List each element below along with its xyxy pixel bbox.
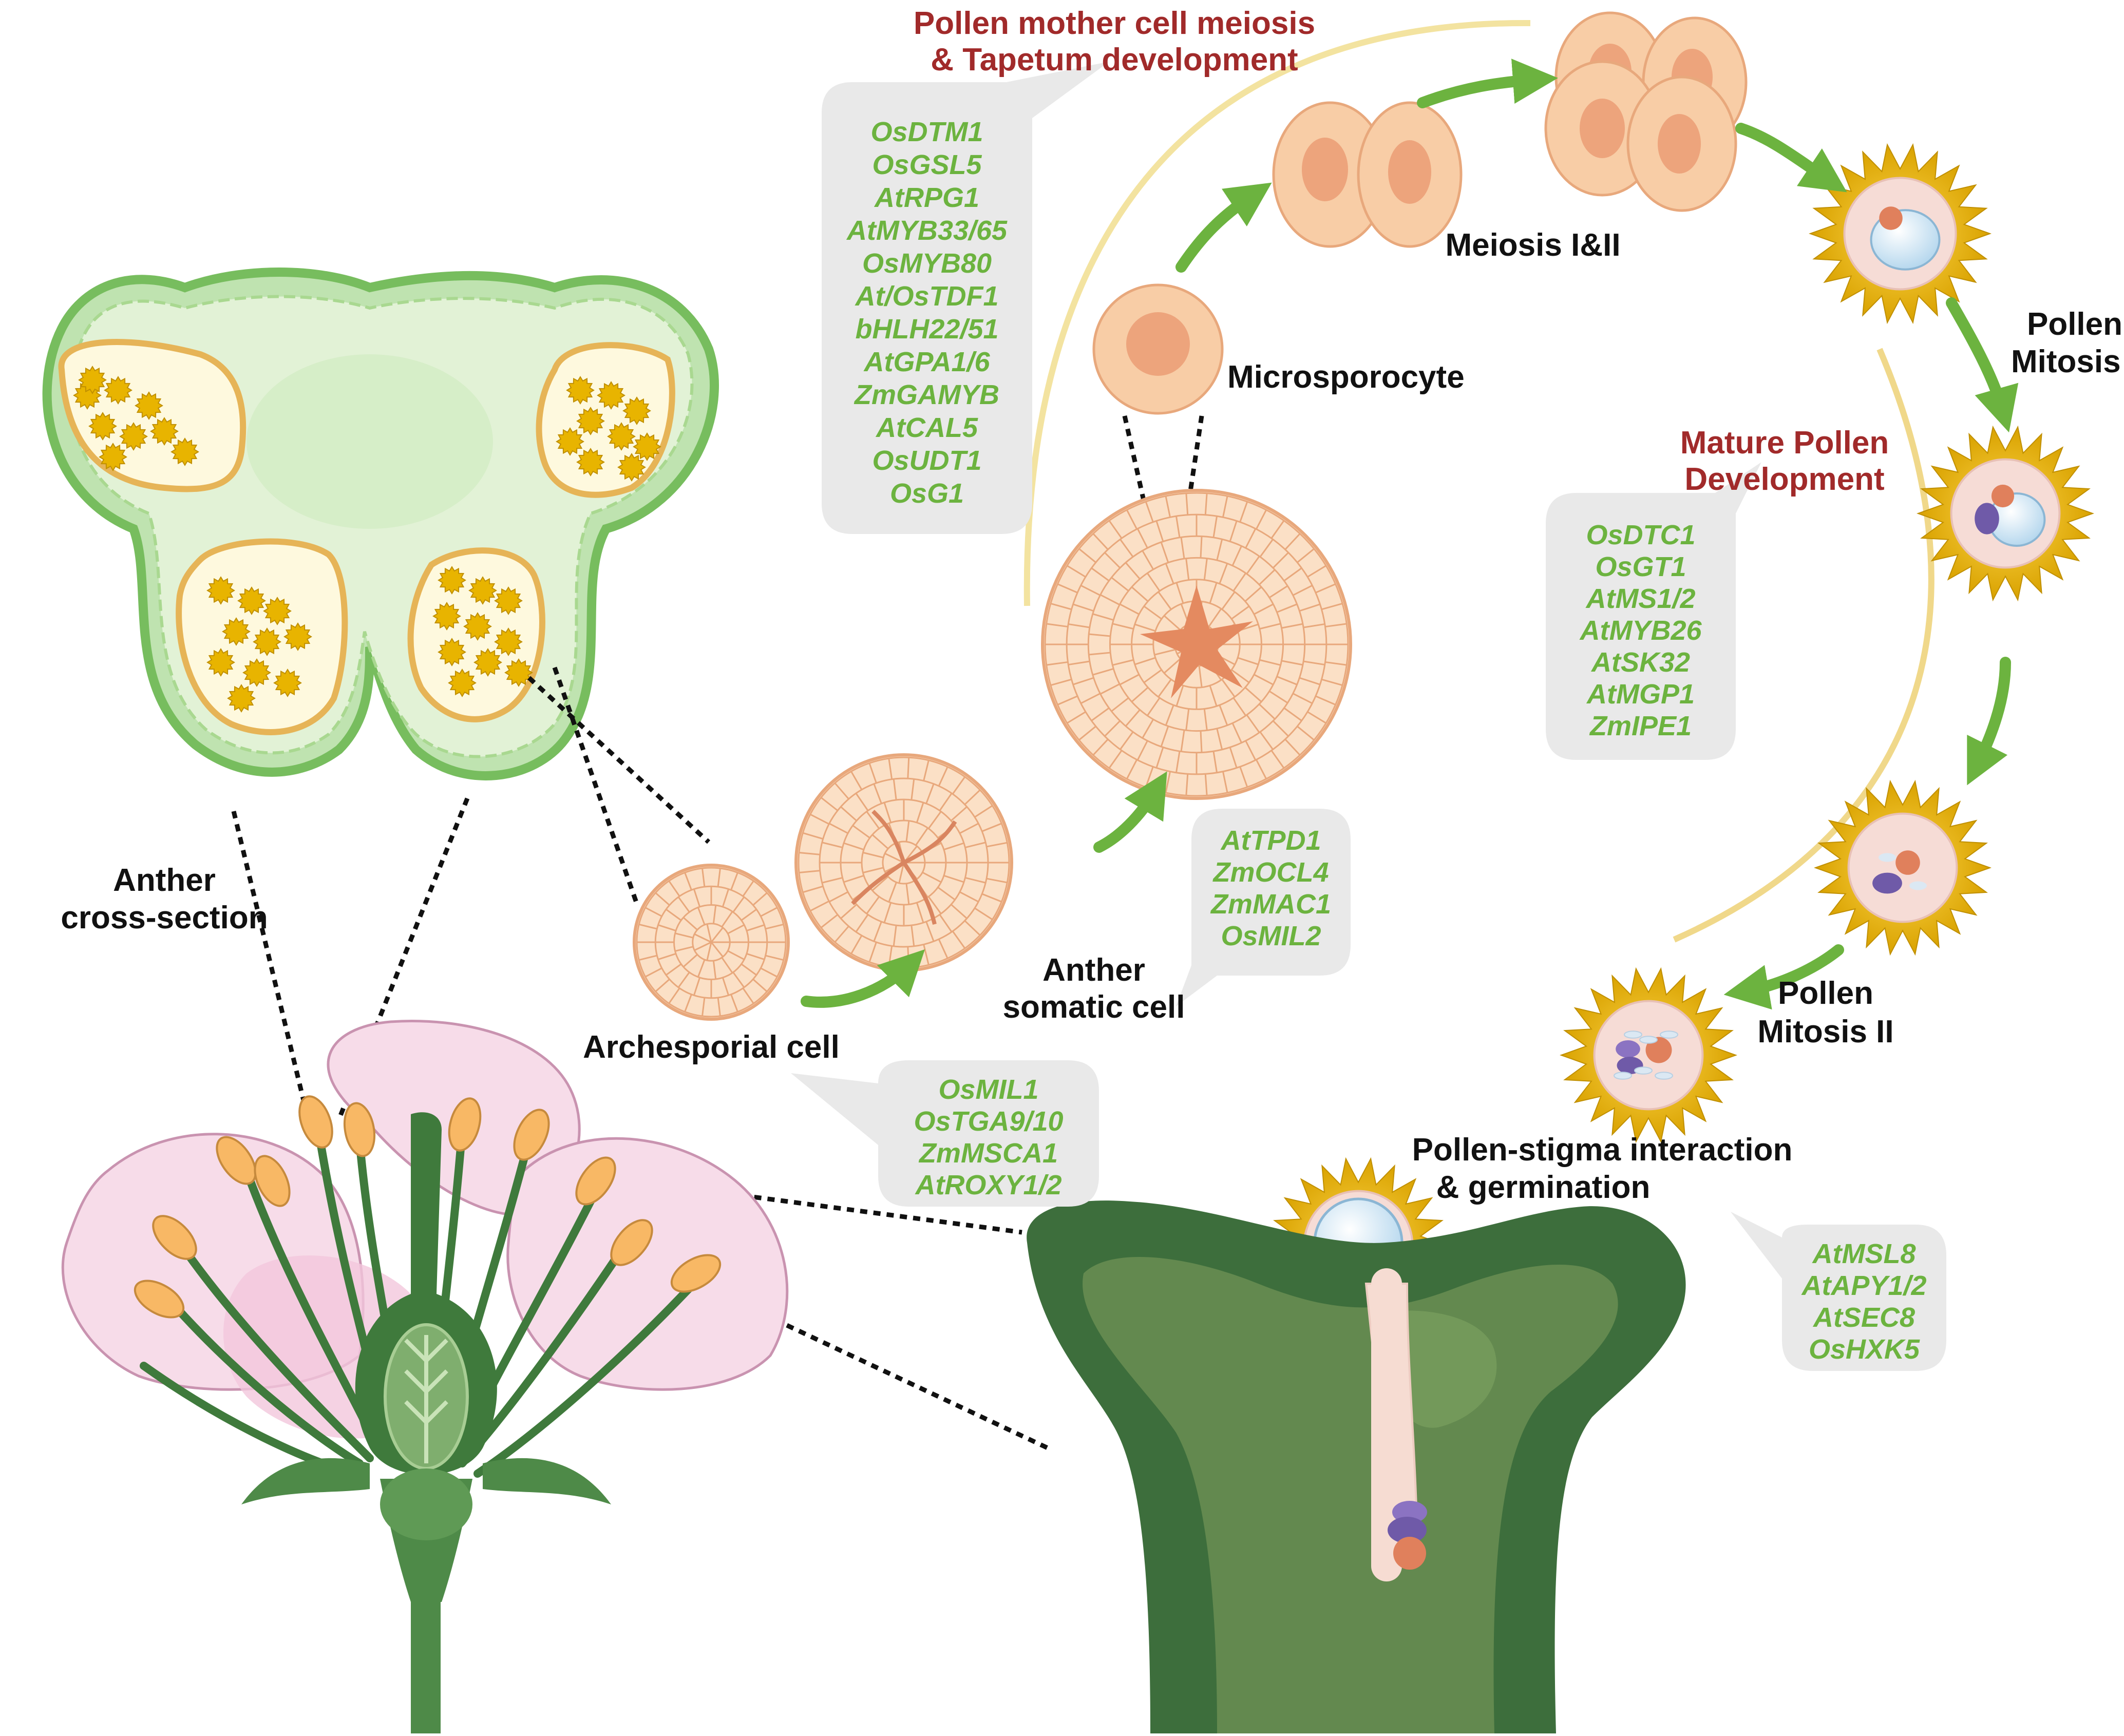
gene-label: OsDTM1	[870, 117, 983, 147]
label-pollen-mitosis-2-line2: Mitosis II	[1757, 1014, 1893, 1050]
gene-label: AtMYB33/65	[846, 215, 1008, 246]
gene-label: AtSK32	[1590, 647, 1690, 678]
label-anther-line2: cross-section	[61, 900, 268, 936]
label-somatic-line2: somatic cell	[1003, 989, 1185, 1025]
pollen-grain	[1814, 779, 1992, 956]
microsporocyte-cell	[1092, 283, 1224, 415]
gene-label: AtMYB26	[1579, 615, 1702, 646]
gene-label: ZmMAC1	[1210, 889, 1331, 920]
anther-cross-section	[42, 268, 719, 780]
meiosis-tetrad-cells	[1544, 11, 1748, 212]
label-meiosis: Meiosis I&II	[1445, 227, 1620, 263]
label-anther-line1: Anther	[113, 863, 216, 898]
gene-label: AtMS1/2	[1585, 583, 1695, 614]
label-pollen-stigma-line2: & germination	[1436, 1170, 1651, 1205]
label-pollen-mitosis-1-line1: Pollen	[2027, 307, 2122, 342]
callout-bubbles	[791, 62, 1946, 1371]
label-somatic-line1: Anther	[1042, 952, 1145, 988]
meiosis-dyad-cells	[1272, 101, 1463, 248]
gene-label: AtMGP1	[1586, 679, 1695, 710]
pollen-grain	[1809, 143, 1992, 325]
gene-label: At/OsTDF1	[854, 281, 998, 312]
stage-title-pmc-meiosis-line1: Pollen mother cell meiosis	[914, 6, 1315, 41]
pollen-grains	[1269, 143, 2094, 1333]
gene-label: OsHXK5	[1809, 1334, 1920, 1365]
archesporial-cell-cluster	[633, 864, 790, 1021]
gene-label: AtRPG1	[874, 182, 979, 213]
gene-list-meiosis-tapetum: OsDTM1OsGSL5AtRPG1AtMYB33/65OsMYB80At/Os…	[846, 117, 1008, 509]
gene-label: ZmIPE1	[1589, 711, 1692, 741]
gene-label: AtGPA1/6	[863, 347, 990, 377]
pollen-grain	[1917, 425, 2094, 602]
label-pollen-mitosis-1-line2: Mitosis I	[2011, 344, 2124, 379]
gene-label: OsGSL5	[872, 149, 982, 180]
gene-label: OsG1	[890, 478, 964, 509]
gene-label: AtAPY1/2	[1800, 1270, 1926, 1301]
gene-label: AtMSL8	[1812, 1238, 1916, 1269]
gene-label: ZmOCL4	[1212, 857, 1329, 888]
locule-top-right	[536, 342, 675, 498]
green-arrows	[801, 59, 2019, 1010]
gene-label: ZmGAMYB	[854, 379, 999, 410]
gene-label: bHLH22/51	[855, 314, 998, 345]
stage-title-pmc-meiosis-line2: & Tapetum development	[931, 42, 1298, 78]
callout-meiosis-tapetum	[822, 62, 1109, 534]
label-microsporocyte: Microsporocyte	[1227, 359, 1465, 395]
gene-label: OsMIL1	[938, 1074, 1038, 1105]
gene-label: AtSEC8	[1812, 1302, 1915, 1333]
pollen-grain	[1560, 967, 1737, 1143]
gene-label: ZmMSCA1	[918, 1138, 1058, 1169]
cycle-arc-right	[1673, 348, 1935, 943]
stage-title-mature-pollen-line1: Mature Pollen	[1680, 425, 1889, 461]
callout-somatic	[1176, 809, 1351, 1006]
callout-archesporial	[791, 1060, 1099, 1207]
gene-label: OsGT1	[1595, 551, 1686, 582]
stage-title-mature-pollen-line2: Development	[1684, 462, 1884, 497]
stigma-section	[1027, 1200, 1686, 1733]
gene-label: OsMIL2	[1221, 921, 1321, 951]
gene-label: OsUDT1	[872, 445, 981, 476]
label-pollen-stigma-line1: Pollen-stigma interaction	[1412, 1132, 1793, 1168]
callout-mature-pollen	[1546, 462, 1761, 760]
gene-label: AtROXY1/2	[914, 1170, 1061, 1200]
anther-central-cell-cluster	[1041, 489, 1352, 800]
callout-stigma	[1731, 1212, 1946, 1371]
gene-label: OsMYB80	[862, 248, 992, 279]
flower	[61, 1020, 789, 1733]
gene-label: OsDTC1	[1586, 520, 1695, 550]
gene-label: AtCAL5	[875, 412, 978, 443]
gene-list-mature-pollen: OsDTC1OsGT1AtMS1/2AtMYB26AtSK32AtMGP1ZmI…	[1579, 520, 1702, 741]
label-pollen-mitosis-2-line1: Pollen	[1778, 976, 1873, 1011]
gene-label: AtTPD1	[1220, 825, 1321, 856]
gene-label: OsTGA9/10	[914, 1106, 1063, 1137]
label-archesporial-cell: Archesporial cell	[583, 1029, 840, 1065]
anther-pollen-grains	[73, 366, 661, 713]
cycle-arc-upper	[1023, 20, 1531, 606]
anther-somatic-cell-cluster	[794, 753, 1013, 972]
